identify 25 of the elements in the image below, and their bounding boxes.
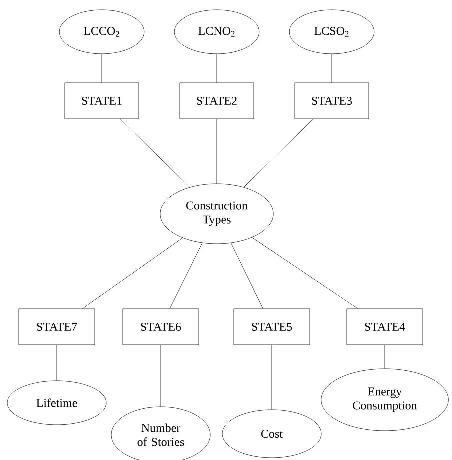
connector xyxy=(384,345,386,369)
ellipse-node: LCNO$_{2}$ xyxy=(174,10,260,54)
state-box: STATE1 xyxy=(64,82,140,120)
state-box: STATE2 xyxy=(180,82,254,120)
connector xyxy=(216,119,218,184)
connector xyxy=(160,345,162,407)
connector xyxy=(252,237,358,309)
ellipse-node: LCSO$_{2}$ xyxy=(289,10,375,54)
state-box: STATE4 xyxy=(346,308,424,346)
connector xyxy=(216,54,218,83)
state-box: STATE3 xyxy=(294,82,370,120)
connector xyxy=(244,119,314,188)
connector xyxy=(82,238,184,309)
connector xyxy=(170,243,203,309)
ellipse-node: Lifetime xyxy=(7,380,107,426)
state-box: STATE5 xyxy=(234,308,310,346)
connector xyxy=(120,119,190,188)
connector xyxy=(56,345,58,381)
state-box: STATE6 xyxy=(122,308,200,346)
ellipse-node: LCCO$_{2}$ xyxy=(59,10,145,54)
ellipse-node: Cost xyxy=(222,410,322,458)
ellipse-node: Construction Types xyxy=(160,184,274,244)
connector xyxy=(231,243,264,309)
state-box: STATE7 xyxy=(18,308,96,346)
ellipse-node: Energy Consumption xyxy=(321,368,449,432)
